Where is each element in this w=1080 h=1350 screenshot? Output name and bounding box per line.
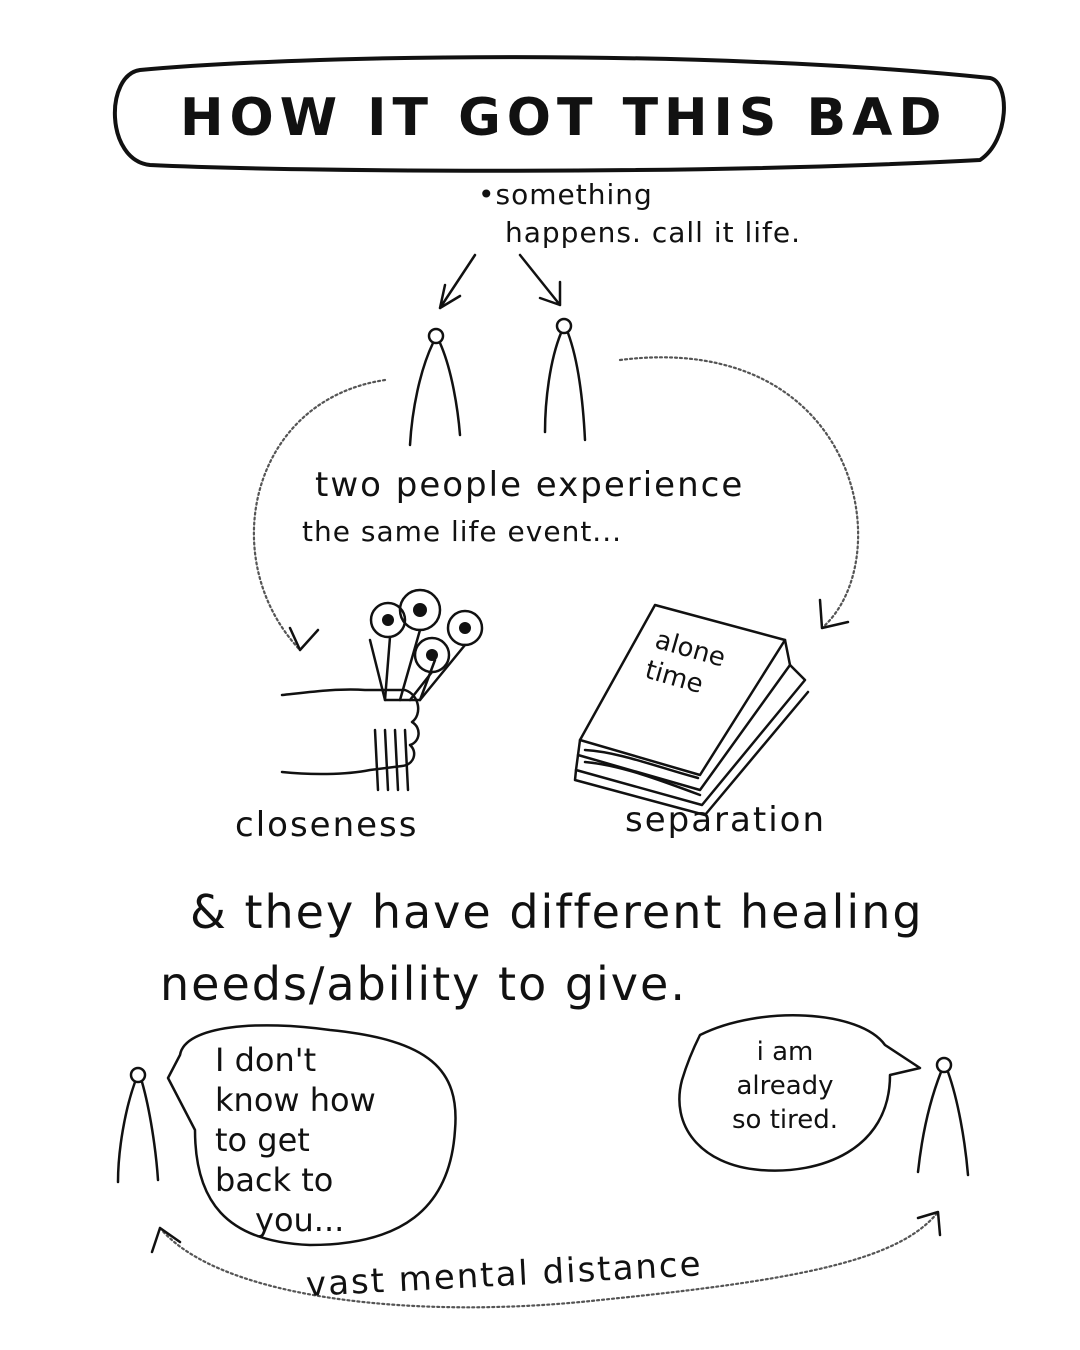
- bubble-left-line: back to: [215, 1161, 334, 1199]
- bubble-left-line: know how: [215, 1081, 376, 1119]
- event-line-2: the same life event...: [302, 515, 622, 548]
- speech-bubble-right-outline: [678, 1014, 922, 1172]
- bubble-right-line: already: [736, 1071, 834, 1101]
- intro-line-2: happens. call it life.: [505, 216, 802, 249]
- person-icon: [116, 1066, 160, 1184]
- intro-line-1: •something: [478, 178, 653, 211]
- speech-bubble-left-outline: [166, 1024, 457, 1247]
- person-icon: [543, 317, 587, 442]
- speech-bubble-right: i am already so tired.: [700, 1035, 870, 1137]
- bubble-right-line: i am: [756, 1037, 814, 1067]
- book-icon: [573, 603, 810, 817]
- bubble-left-line: I don't: [215, 1041, 317, 1079]
- outcome-separation: separation: [625, 800, 826, 840]
- event-line-1: two people experience: [315, 465, 745, 505]
- bubble-left-line: you...: [255, 1201, 345, 1239]
- arrow-icon: [158, 1210, 940, 1309]
- person-icon: [916, 1056, 970, 1177]
- person-icon: [408, 327, 462, 447]
- title-banner-outline: [112, 55, 1006, 173]
- arrow-icon: [252, 378, 387, 652]
- bubble-right-line: so tired.: [731, 1105, 839, 1135]
- needs-line-2: needs/ability to give.: [160, 957, 687, 1011]
- flowers-icon: [368, 588, 484, 792]
- speech-bubble-left: I don't know how to get back to you...: [215, 1040, 445, 1240]
- page-title: HOW IT GOT THIS BAD: [180, 88, 948, 148]
- bubble-left-line: to get: [215, 1121, 310, 1159]
- hand-drawing: [280, 688, 420, 776]
- outcome-closeness: closeness: [235, 805, 419, 845]
- arrow-icon: [438, 253, 477, 310]
- arrow-icon: [618, 356, 860, 630]
- needs-line-1: & they have different healing: [190, 885, 924, 939]
- arrow-icon: [518, 253, 562, 307]
